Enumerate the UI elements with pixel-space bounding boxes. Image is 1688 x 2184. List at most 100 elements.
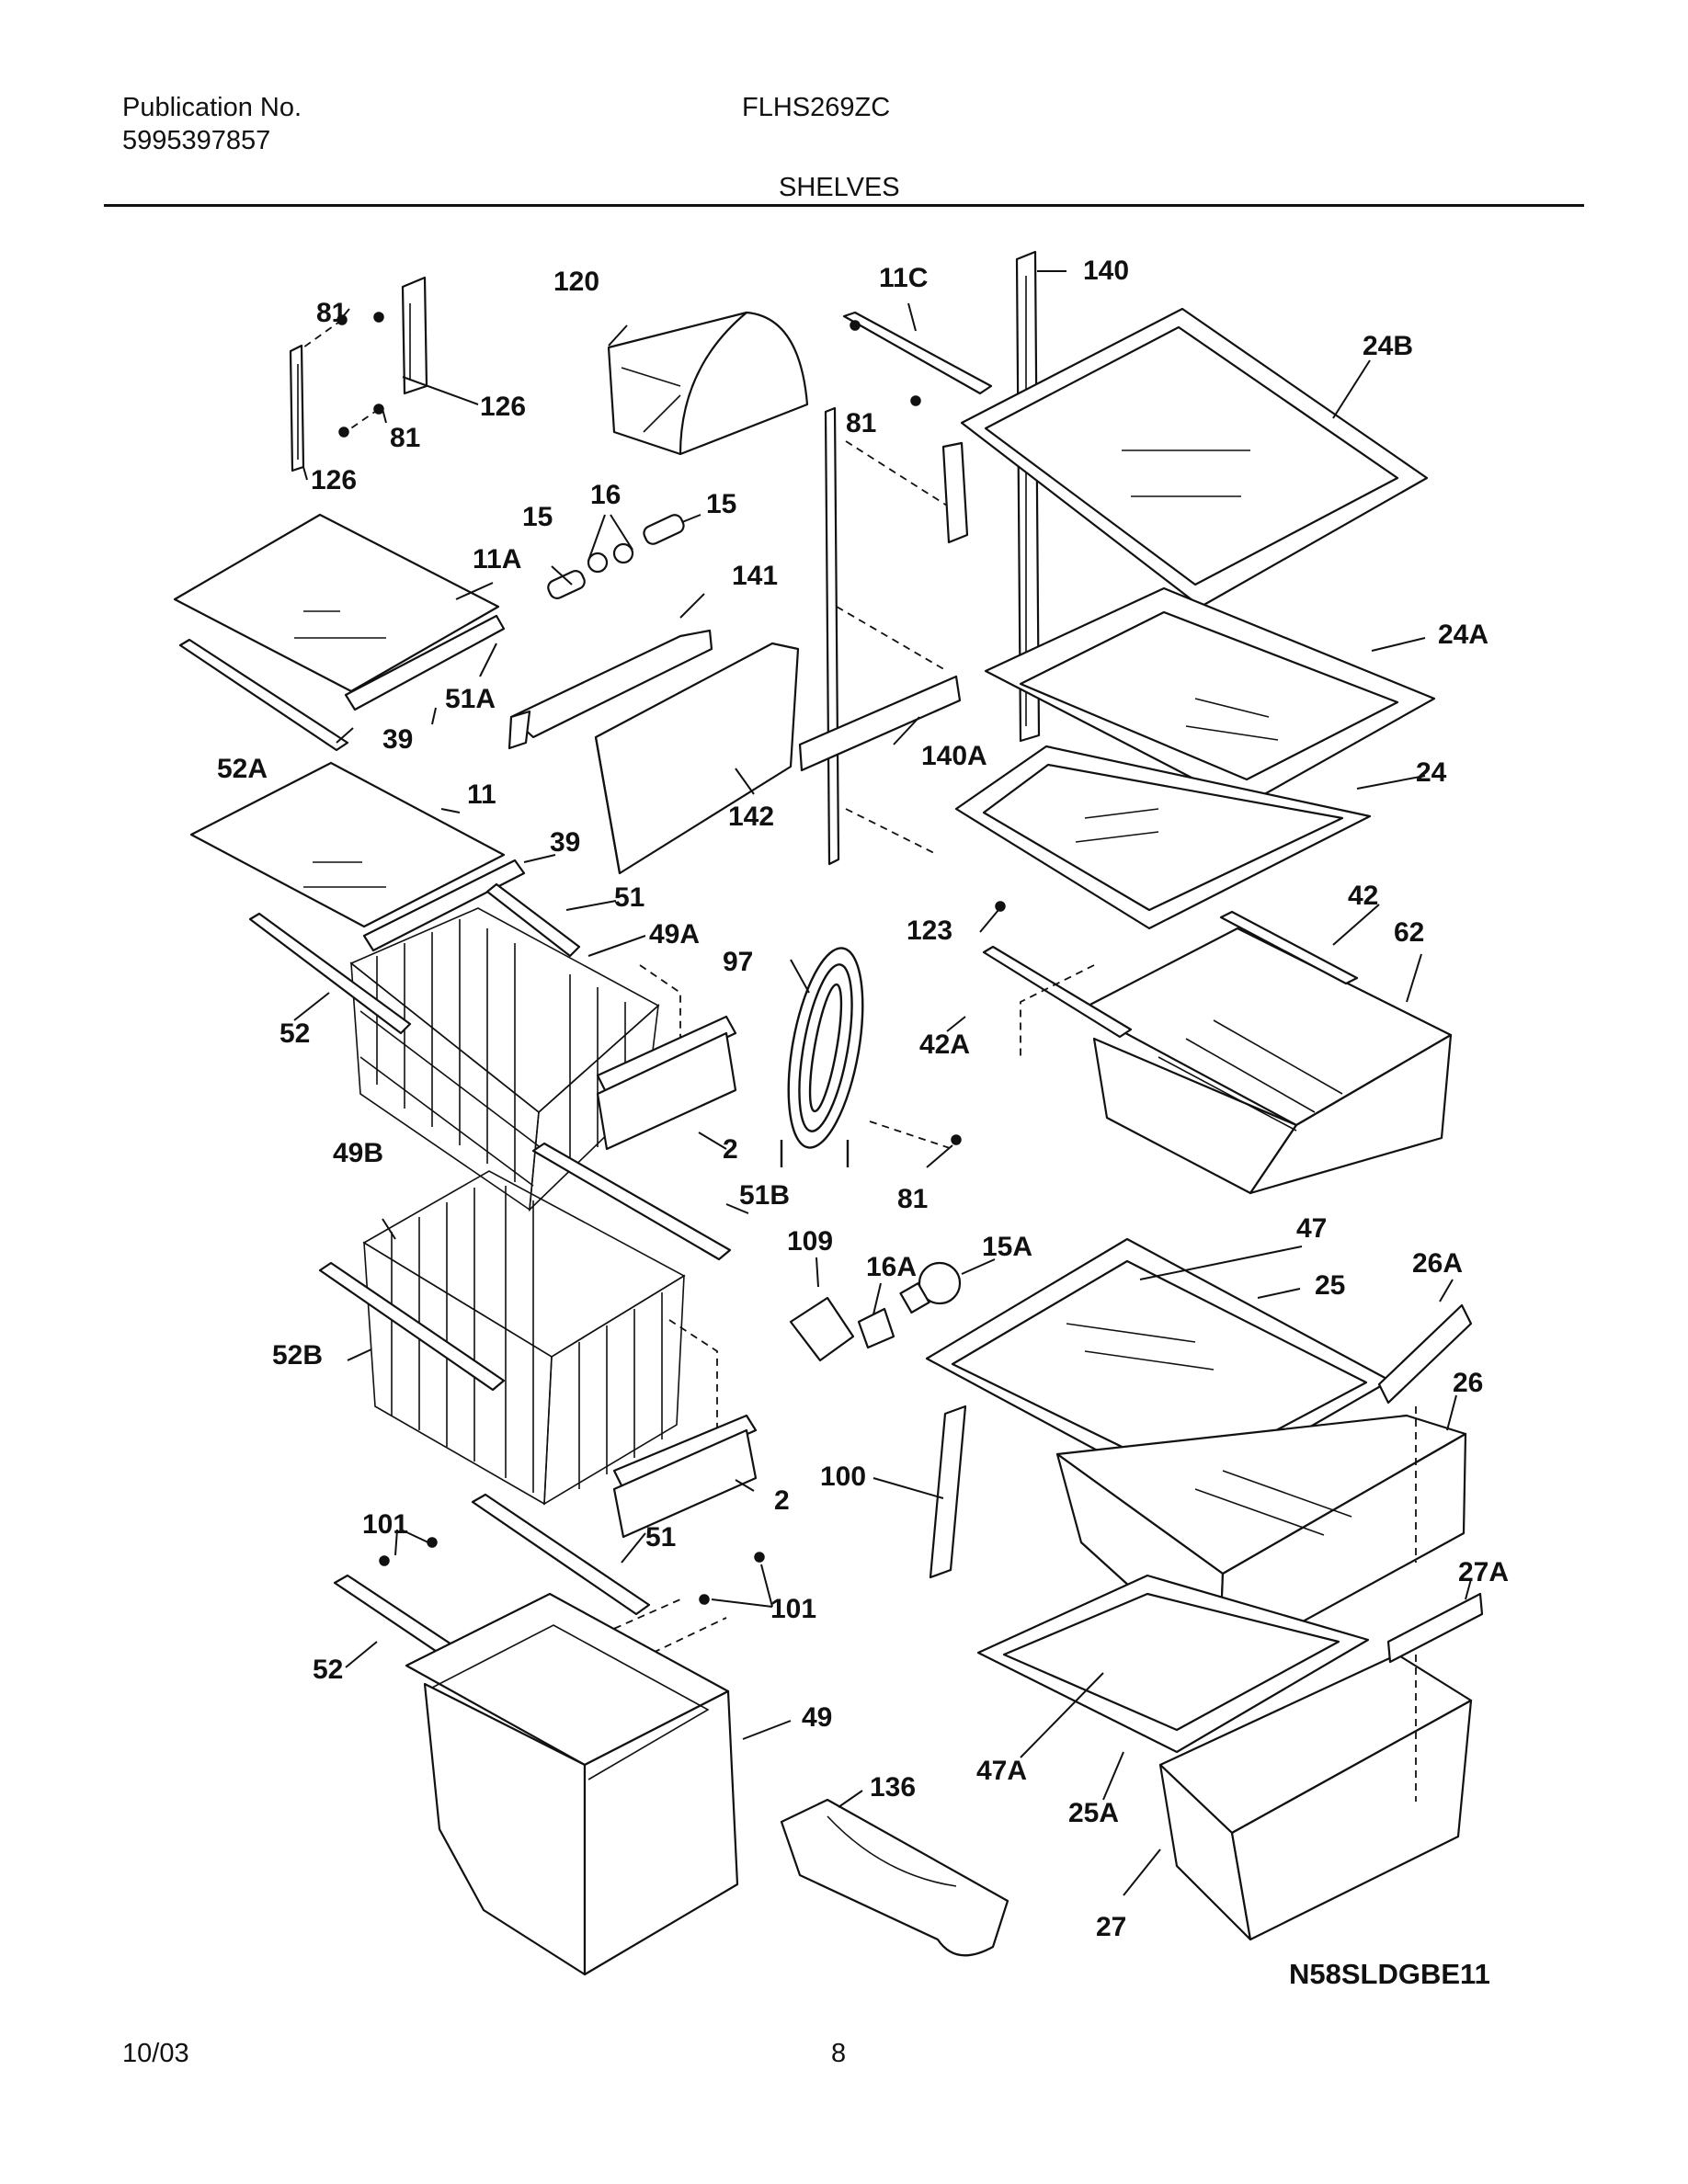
callout-140A: 140A: [921, 741, 987, 771]
callout-52B: 52B: [272, 1340, 324, 1371]
cover-2-top-part: [596, 1015, 737, 1151]
callout-81-right: 81: [846, 408, 877, 438]
callout-62: 62: [1394, 917, 1425, 948]
callout-52-top: 52: [279, 1018, 311, 1049]
callout-140: 140: [1083, 256, 1130, 286]
callout-42A: 42A: [919, 1029, 971, 1060]
callout-109: 109: [787, 1226, 834, 1257]
callout-15A: 15A: [982, 1232, 1033, 1262]
callout-26: 26: [1453, 1368, 1484, 1398]
drawer-front-142-part: [594, 642, 800, 875]
callout-16A: 16A: [866, 1252, 918, 1282]
crisper-drawer-62-part: [1079, 927, 1453, 1195]
callout-2-bot: 2: [774, 1485, 790, 1516]
rail-52A-part: [178, 638, 349, 752]
bracket-126-part: [289, 276, 428, 472]
callout-52A: 52A: [217, 754, 268, 784]
callout-142: 142: [728, 802, 775, 832]
callout-123: 123: [907, 916, 953, 946]
callout-47: 47: [1296, 1213, 1328, 1244]
callout-24: 24: [1416, 757, 1447, 788]
leader-lines: [293, 270, 1472, 1896]
footer-date: 10/03: [122, 2039, 189, 2068]
callout-27: 27: [1096, 1912, 1127, 1942]
socket-16A-part: [857, 1307, 895, 1349]
wire-basket-49A-part: [349, 907, 660, 1212]
shelf-24A-part: [984, 586, 1436, 807]
callout-49B: 49B: [333, 1138, 384, 1168]
bin-49-part: [405, 1592, 739, 1976]
callout-39-mid: 39: [550, 827, 581, 858]
callout-81-mid: 81: [390, 423, 421, 453]
lamp-cover-109-part: [789, 1296, 855, 1362]
rail-27A-part: [1386, 1592, 1484, 1664]
callout-97: 97: [723, 947, 754, 977]
callout-126-bot: 126: [311, 465, 358, 495]
callout-24A: 24A: [1438, 620, 1489, 650]
shelf-24B-part: [941, 307, 1429, 609]
screw-101-part: [379, 1537, 765, 1605]
bracket-141-part: [508, 629, 713, 750]
section-title: SHELVES: [779, 173, 900, 202]
callout-141: 141: [732, 561, 779, 591]
trim-39-part: [344, 614, 506, 711]
callout-51-bot: 51: [645, 1522, 677, 1553]
screw-81-part: [302, 312, 384, 438]
callout-101-left: 101: [362, 1509, 409, 1540]
rail-52B-part: [318, 1261, 506, 1392]
rail-26A-part: [1377, 1303, 1473, 1405]
crisper-drawer-27-part: [1158, 1653, 1473, 1941]
callout-11C: 11C: [879, 263, 929, 293]
callout-39-top: 39: [382, 724, 414, 755]
divider-100-part: [929, 1405, 967, 1579]
crisper-cover-47A-part: [976, 1574, 1370, 1754]
trim-39-mid-part: [362, 859, 526, 952]
publication-label: Publication No.: [122, 93, 302, 122]
callout-81-top: 81: [316, 298, 348, 328]
screw-123-part: [995, 901, 1006, 912]
rail-51B-part: [531, 1142, 732, 1261]
callout-16: 16: [590, 480, 622, 510]
callout-51B: 51B: [739, 1180, 791, 1211]
callout-52-bot: 52: [313, 1655, 344, 1685]
page-number: 8: [831, 2039, 847, 2068]
callout-2-top: 2: [723, 1134, 738, 1165]
shelf-rail-11C-part: [842, 311, 993, 406]
callout-100: 100: [820, 1462, 867, 1492]
callout-11: 11: [467, 779, 496, 810]
shelf-11A-part: [173, 513, 500, 693]
heater-coil-97-part: [780, 947, 864, 1167]
diagram-code: N58SLDGBE11: [1289, 1958, 1490, 1990]
callout-120: 120: [553, 267, 600, 297]
callout-101-right: 101: [770, 1594, 817, 1624]
model-number: FLHS269ZC: [742, 93, 891, 122]
callout-126-top: 126: [480, 392, 527, 422]
rail-51-bot-part: [471, 1493, 651, 1616]
callout-42: 42: [1348, 881, 1379, 911]
rail-42-part: [1219, 910, 1359, 985]
connectors-15-16-part: [547, 514, 685, 599]
shelf-standard-140-part: [798, 250, 1041, 866]
callout-49: 49: [802, 1702, 833, 1733]
callout-51-top: 51: [614, 882, 645, 913]
shelf-24-part: [954, 745, 1372, 930]
bin-136-part: [780, 1798, 1009, 1957]
callout-24B: 24B: [1363, 331, 1414, 361]
callout-15-right: 15: [706, 489, 737, 519]
callout-11A: 11A: [473, 544, 522, 574]
cover-2-bot-part: [612, 1414, 758, 1539]
rail-52-top-part: [248, 912, 412, 1035]
callout-25A: 25A: [1068, 1798, 1120, 1828]
callout-49A: 49A: [649, 919, 701, 950]
callout-136: 136: [870, 1772, 917, 1803]
rail-42A-part: [982, 945, 1133, 1039]
door-bin-120-part: [607, 311, 809, 456]
callout-27A: 27A: [1458, 1557, 1510, 1587]
rail-51-top-part: [485, 882, 581, 958]
publication-number: 5995397857: [122, 126, 271, 155]
callout-26A: 26A: [1412, 1248, 1464, 1279]
callout-25: 25: [1315, 1270, 1346, 1301]
header-rule: [104, 204, 1584, 207]
wire-basket-49B-part: [362, 1170, 686, 1506]
